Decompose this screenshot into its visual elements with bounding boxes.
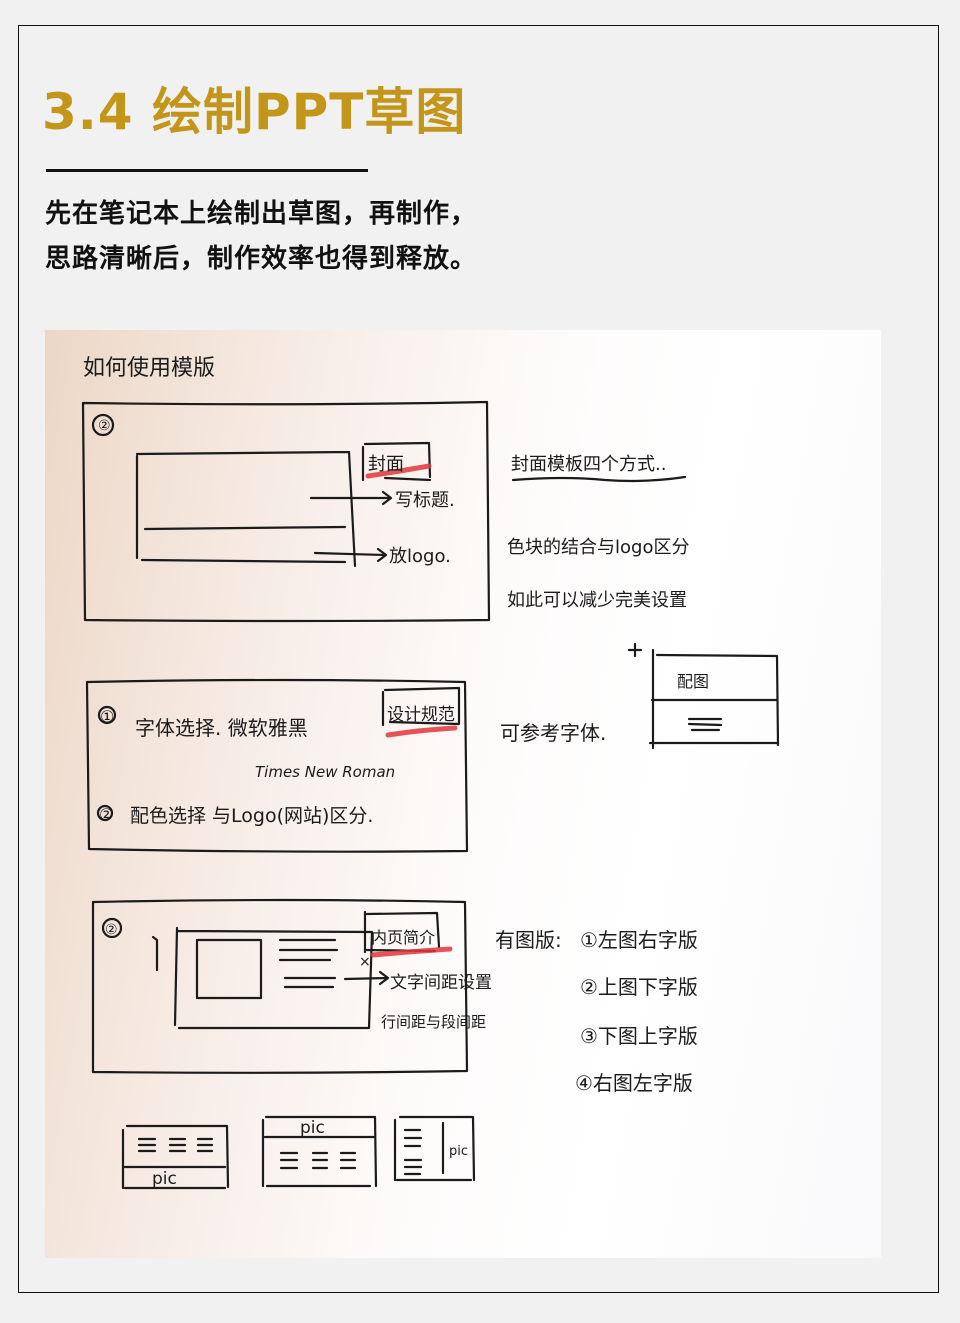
svg-text:Times New Roman: Times New Roman xyxy=(255,763,395,781)
title-divider xyxy=(46,169,368,172)
svg-text:②上图下字版: ②上图下字版 xyxy=(580,975,698,999)
svg-text:如此可以减少完美设置: 如此可以减少完美设置 xyxy=(507,590,687,611)
svg-text:色块的结合与logo区分: 色块的结合与logo区分 xyxy=(507,537,689,558)
svg-text:①左图右字版: ①左图右字版 xyxy=(580,928,698,952)
subtitle-line-2: 思路清晰后，制作效率也得到释放。 xyxy=(45,244,478,274)
svg-text:放logo.: 放logo. xyxy=(389,546,451,567)
svg-text:×: × xyxy=(359,954,371,970)
svg-text:封面模板四个方式..: 封面模板四个方式.. xyxy=(511,454,666,475)
svg-text:字体选择. 微软雅黑: 字体选择. 微软雅黑 xyxy=(135,716,308,740)
svg-text:①: ① xyxy=(100,707,114,726)
svg-text:写标题.: 写标题. xyxy=(395,490,455,511)
svg-text:有图版:: 有图版: xyxy=(495,928,562,952)
subtitle-line-1: 先在笔记本上绘制出草图，再制作， xyxy=(45,199,478,229)
page-title: 3.4 绘制PPT草图 xyxy=(42,83,467,141)
section1-frame xyxy=(81,400,491,623)
svg-text:②: ② xyxy=(105,922,118,938)
svg-text:文字间距设置: 文字间距设置 xyxy=(390,973,492,993)
svg-text:配色选择 与Logo(网站)区分.: 配色选择 与Logo(网站)区分. xyxy=(130,805,373,827)
svg-text:内页简介: 内页简介 xyxy=(371,928,435,947)
svg-text:pic: pic xyxy=(300,1118,325,1138)
svg-text:封面: 封面 xyxy=(368,454,404,475)
svg-text:设计规范: 设计规范 xyxy=(387,705,455,725)
svg-text:②: ② xyxy=(99,805,113,824)
svg-text:②: ② xyxy=(98,418,111,434)
svg-text:pic: pic xyxy=(449,1144,468,1159)
svg-text:行间距与段间距: 行间距与段间距 xyxy=(381,1013,486,1031)
svg-text:可参考字体.: 可参考字体. xyxy=(500,721,606,745)
svg-text:④右图左字版: ④右图左字版 xyxy=(575,1071,693,1095)
handwritten-annotations: 如何使用模版 ② 封面 写标题. 放logo. 封面模板四个方式.. 色块的结合… xyxy=(83,356,709,1189)
svg-text:pic: pic xyxy=(152,1169,177,1189)
sketch-heading: 如何使用模版 xyxy=(83,356,215,381)
svg-text:配图: 配图 xyxy=(677,672,709,691)
page-subtitle: 先在笔记本上绘制出草图，再制作， 思路清晰后，制作效率也得到释放。 xyxy=(45,192,477,282)
svg-text:③下图上字版: ③下图上字版 xyxy=(580,1024,698,1048)
notebook-sketch-photo: 如何使用模版 ② 封面 写标题. 放logo. 封面模板四个方式.. 色块的结合… xyxy=(45,330,881,1258)
page-frame xyxy=(18,25,939,1293)
